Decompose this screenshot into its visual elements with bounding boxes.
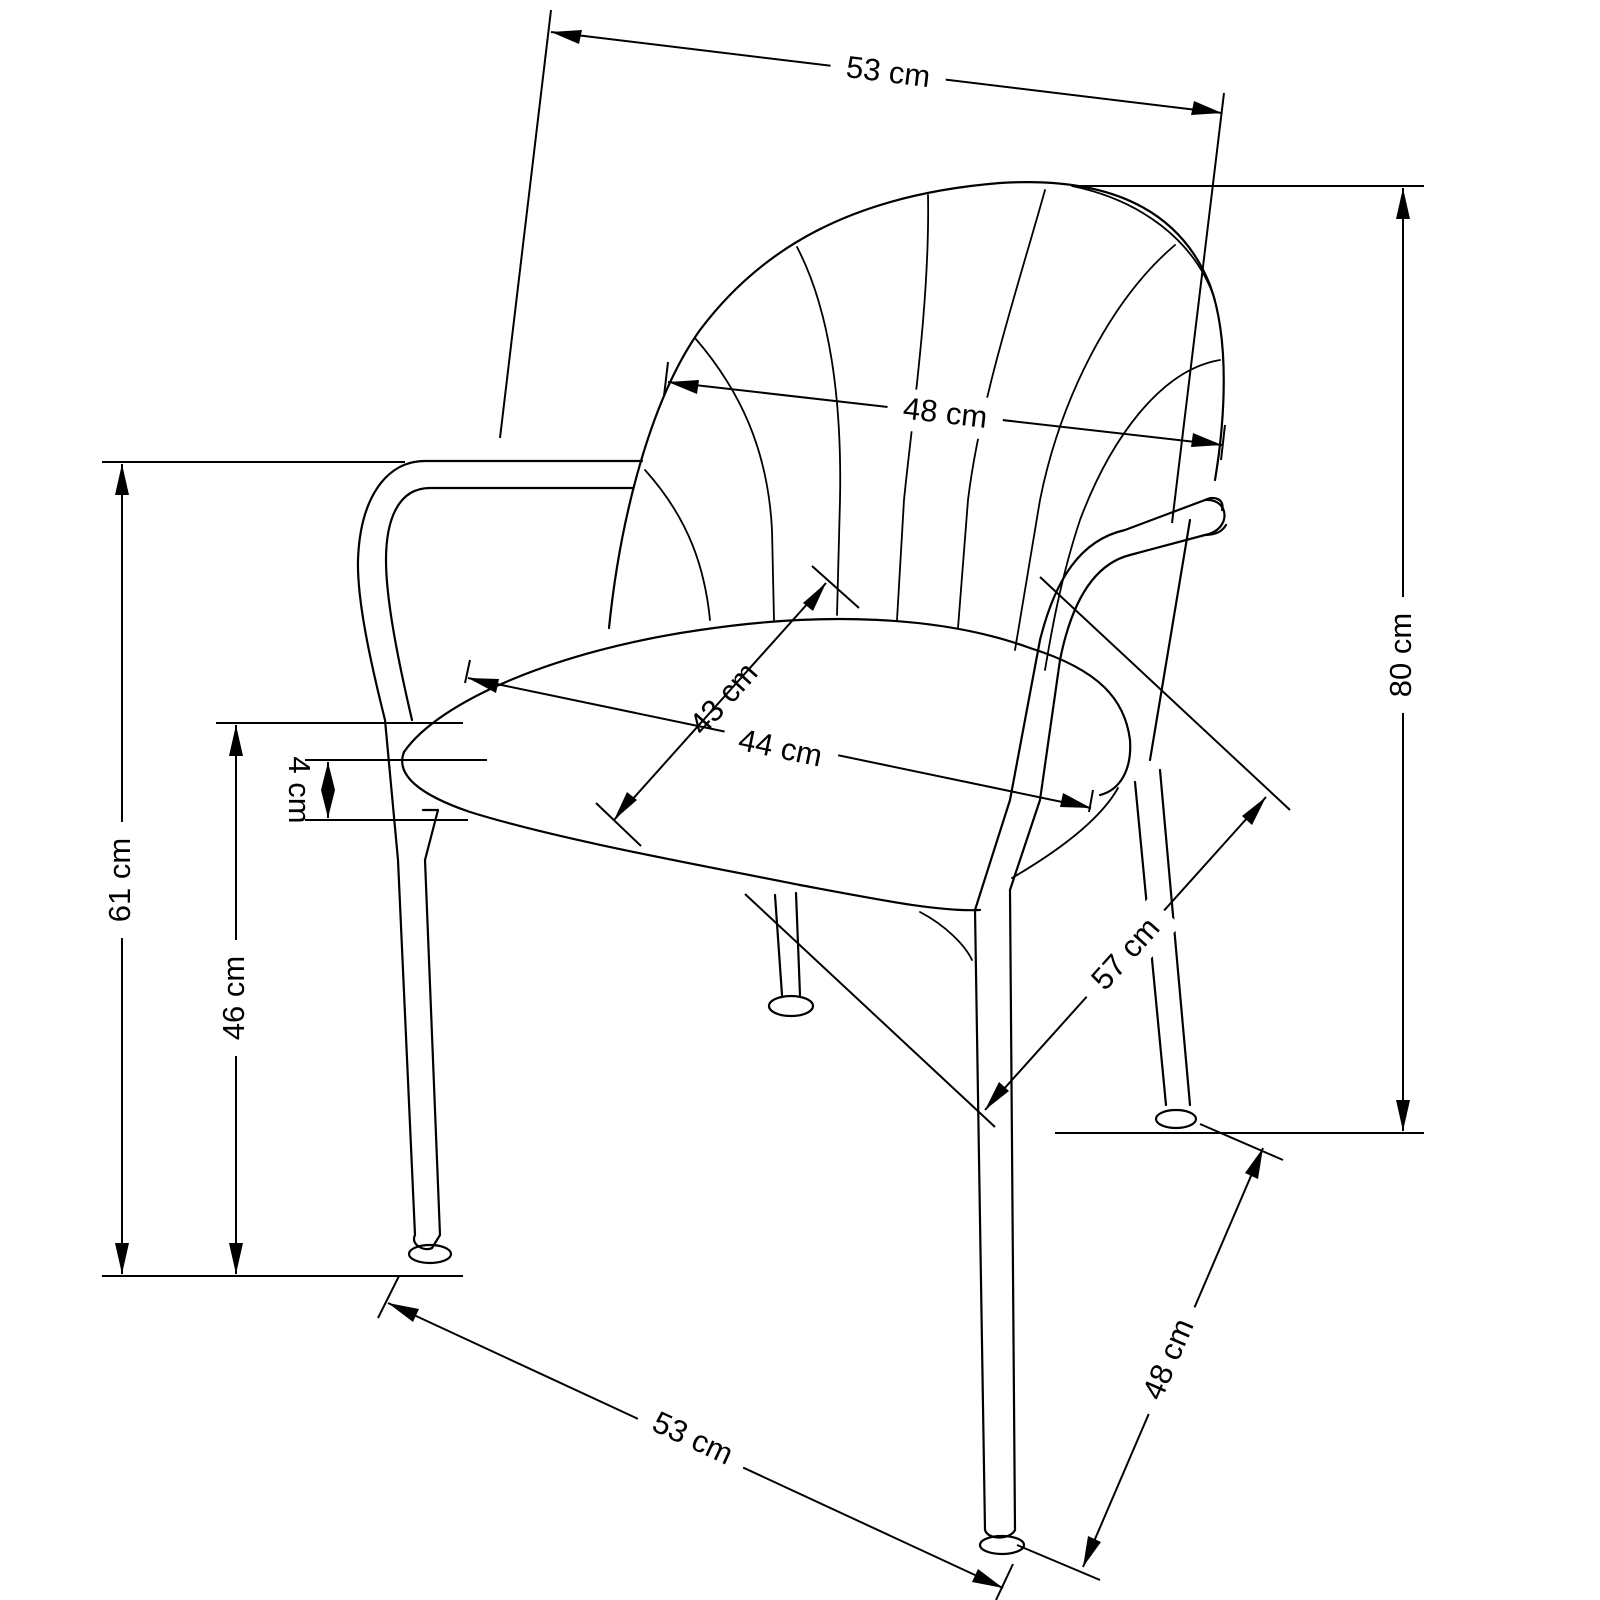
chair-outline [356,181,1228,1556]
backrest-channel-1 [694,337,775,621]
dimension-labels: 53 cm 48 cm 44 cm 43 cm 57 cm 80 cm 61 c… [100,45,1423,1483]
back-right-glide [1154,1108,1198,1130]
seat-height-label: 46 cm [216,956,251,1040]
backrest-outer [607,181,1225,630]
left-front-leg-foot [412,1233,442,1251]
right-armrest-outer [973,496,1224,1532]
seat-front-edge [401,750,982,912]
seat-underside [919,911,973,961]
back-right-rear-strut [1148,518,1192,762]
backrest-channel-5 [1014,244,1176,651]
seat-thickness-label: 4 cm [282,756,317,823]
front-right-leg-foot [983,1528,1017,1539]
armrest-height-label: 61 cm [102,838,137,922]
backrest-left-pleat [644,469,711,621]
backrest-channel-4 [957,189,1046,629]
back-left-leg [773,891,802,997]
front-right-glide [978,1534,1026,1556]
right-armrest-inner [1008,523,1228,1532]
seat-right-edge [1011,787,1119,879]
left-armrest-outer [356,459,644,1237]
seat-top [402,618,1132,797]
backrest-channel-2 [796,246,842,616]
total-height-label: 80 cm [1383,613,1418,697]
left-front-glide [407,1243,453,1265]
backrest-channel-3 [896,194,930,621]
right-armrest-cap [1203,498,1226,537]
left-armrest-inner [384,486,634,722]
backrest-top-edge [1071,185,1216,301]
left-front-leg-inner [421,808,442,1237]
back-left-glide [767,994,815,1018]
backrest-channel-6 [1044,359,1221,671]
